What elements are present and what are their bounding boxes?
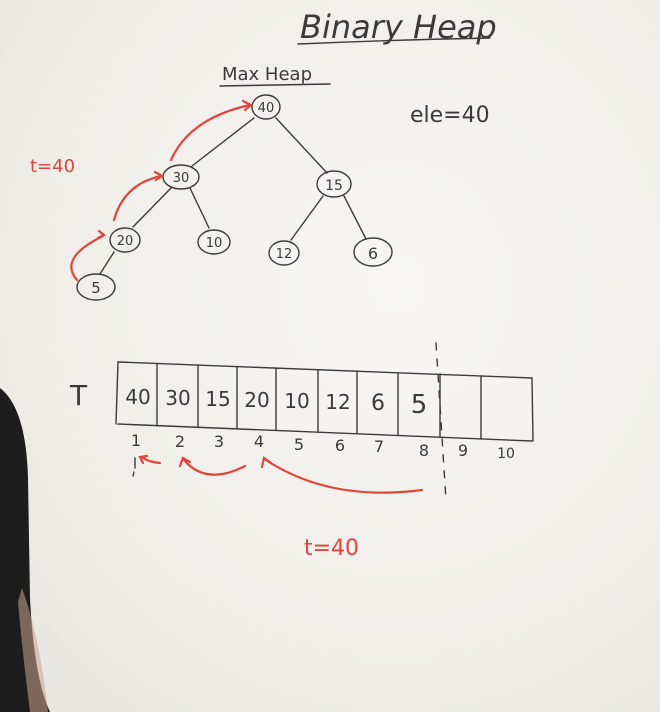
svg-text:40: 40 <box>258 101 275 116</box>
tree-node-10: 10 <box>197 229 231 255</box>
tree-red-arrows <box>70 99 253 282</box>
temp-note-top: t=40 <box>30 156 75 177</box>
arrowhead-4 <box>260 456 273 469</box>
array-cell: 6 <box>371 391 385 416</box>
arrowhead-40 <box>241 99 253 112</box>
arrowhead-2 <box>178 456 192 468</box>
array-box <box>115 361 534 442</box>
array-index: 5 <box>294 435 304 454</box>
array-cell: 40 <box>125 385 150 409</box>
tree-node-20: 20 <box>109 227 141 253</box>
presenter-figure <box>0 388 50 712</box>
tree-node-12: 12 <box>268 240 300 266</box>
tree-node-6: 6 <box>353 237 393 267</box>
svg-text:12: 12 <box>276 247 293 262</box>
arrowhead-1 <box>138 454 149 465</box>
array-cell: 15 <box>205 387 230 411</box>
arrow-20-to-30 <box>112 174 163 222</box>
array-red-arrows <box>138 454 424 494</box>
subtitle-text: Max Heap <box>222 64 312 85</box>
svg-text:10: 10 <box>206 236 223 251</box>
array-index: 2 <box>175 432 185 451</box>
array-right-border <box>531 377 534 442</box>
arrow-8-to-4 <box>264 458 424 494</box>
array-indices: 1 2 3 4 5 6 7 8 9 10 <box>131 431 515 462</box>
tree-node-15: 15 <box>316 170 352 198</box>
array-cell: 30 <box>165 386 190 410</box>
title-underline <box>297 37 491 45</box>
array-cells: 40 30 15 20 10 12 6 5 <box>125 385 427 420</box>
array-bottom-border <box>117 423 533 442</box>
array-cell: 12 <box>325 390 350 414</box>
arrow-4-to-2 <box>182 458 247 476</box>
array-index: 4 <box>254 432 264 451</box>
edge-30-20 <box>132 186 173 228</box>
array-cell: 20 <box>244 388 269 412</box>
edge-15-12 <box>290 195 324 241</box>
arrowhead-30 <box>153 170 165 182</box>
index-one-tick <box>132 457 136 477</box>
array-top-border <box>117 361 533 379</box>
array-index: 6 <box>335 436 345 455</box>
array-cell: 5 <box>411 390 428 420</box>
array-index: 7 <box>374 437 384 456</box>
svg-text:5: 5 <box>91 279 101 297</box>
edge-15-6 <box>343 195 367 240</box>
array-index: 3 <box>214 432 224 451</box>
svg-text:30: 30 <box>173 171 190 186</box>
array-index: 10 <box>497 446 515 462</box>
arrow-5-to-20 <box>70 234 105 282</box>
edge-40-15 <box>275 117 328 174</box>
svg-text:6: 6 <box>368 244 378 263</box>
arrow-2-to-1 <box>140 455 162 465</box>
array-index: 8 <box>419 441 429 460</box>
element-note: ele=40 <box>410 103 490 128</box>
temp-note-bottom: t=40 <box>304 536 359 561</box>
array-index: 1 <box>131 431 141 450</box>
array-dividers <box>156 363 482 440</box>
tree-edges <box>99 117 367 275</box>
heap-boundary-dashed-line <box>435 342 447 501</box>
svg-text:20: 20 <box>117 234 134 249</box>
edge-40-30 <box>191 117 255 167</box>
subtitle-underline <box>219 83 331 87</box>
svg-text:15: 15 <box>325 178 343 194</box>
array-index: 9 <box>458 441 468 460</box>
arrow-30-to-40 <box>169 103 252 162</box>
edge-20-5 <box>99 251 115 275</box>
tree-node-40: 40 <box>251 94 281 120</box>
edge-30-10 <box>189 187 210 229</box>
array-label: T <box>69 379 88 412</box>
arrowhead-20 <box>96 229 107 240</box>
array-cell: 10 <box>284 389 309 413</box>
array-left-border <box>115 361 119 425</box>
tree-node-30: 30 <box>162 164 200 190</box>
tree-node-5: 5 <box>76 273 116 301</box>
